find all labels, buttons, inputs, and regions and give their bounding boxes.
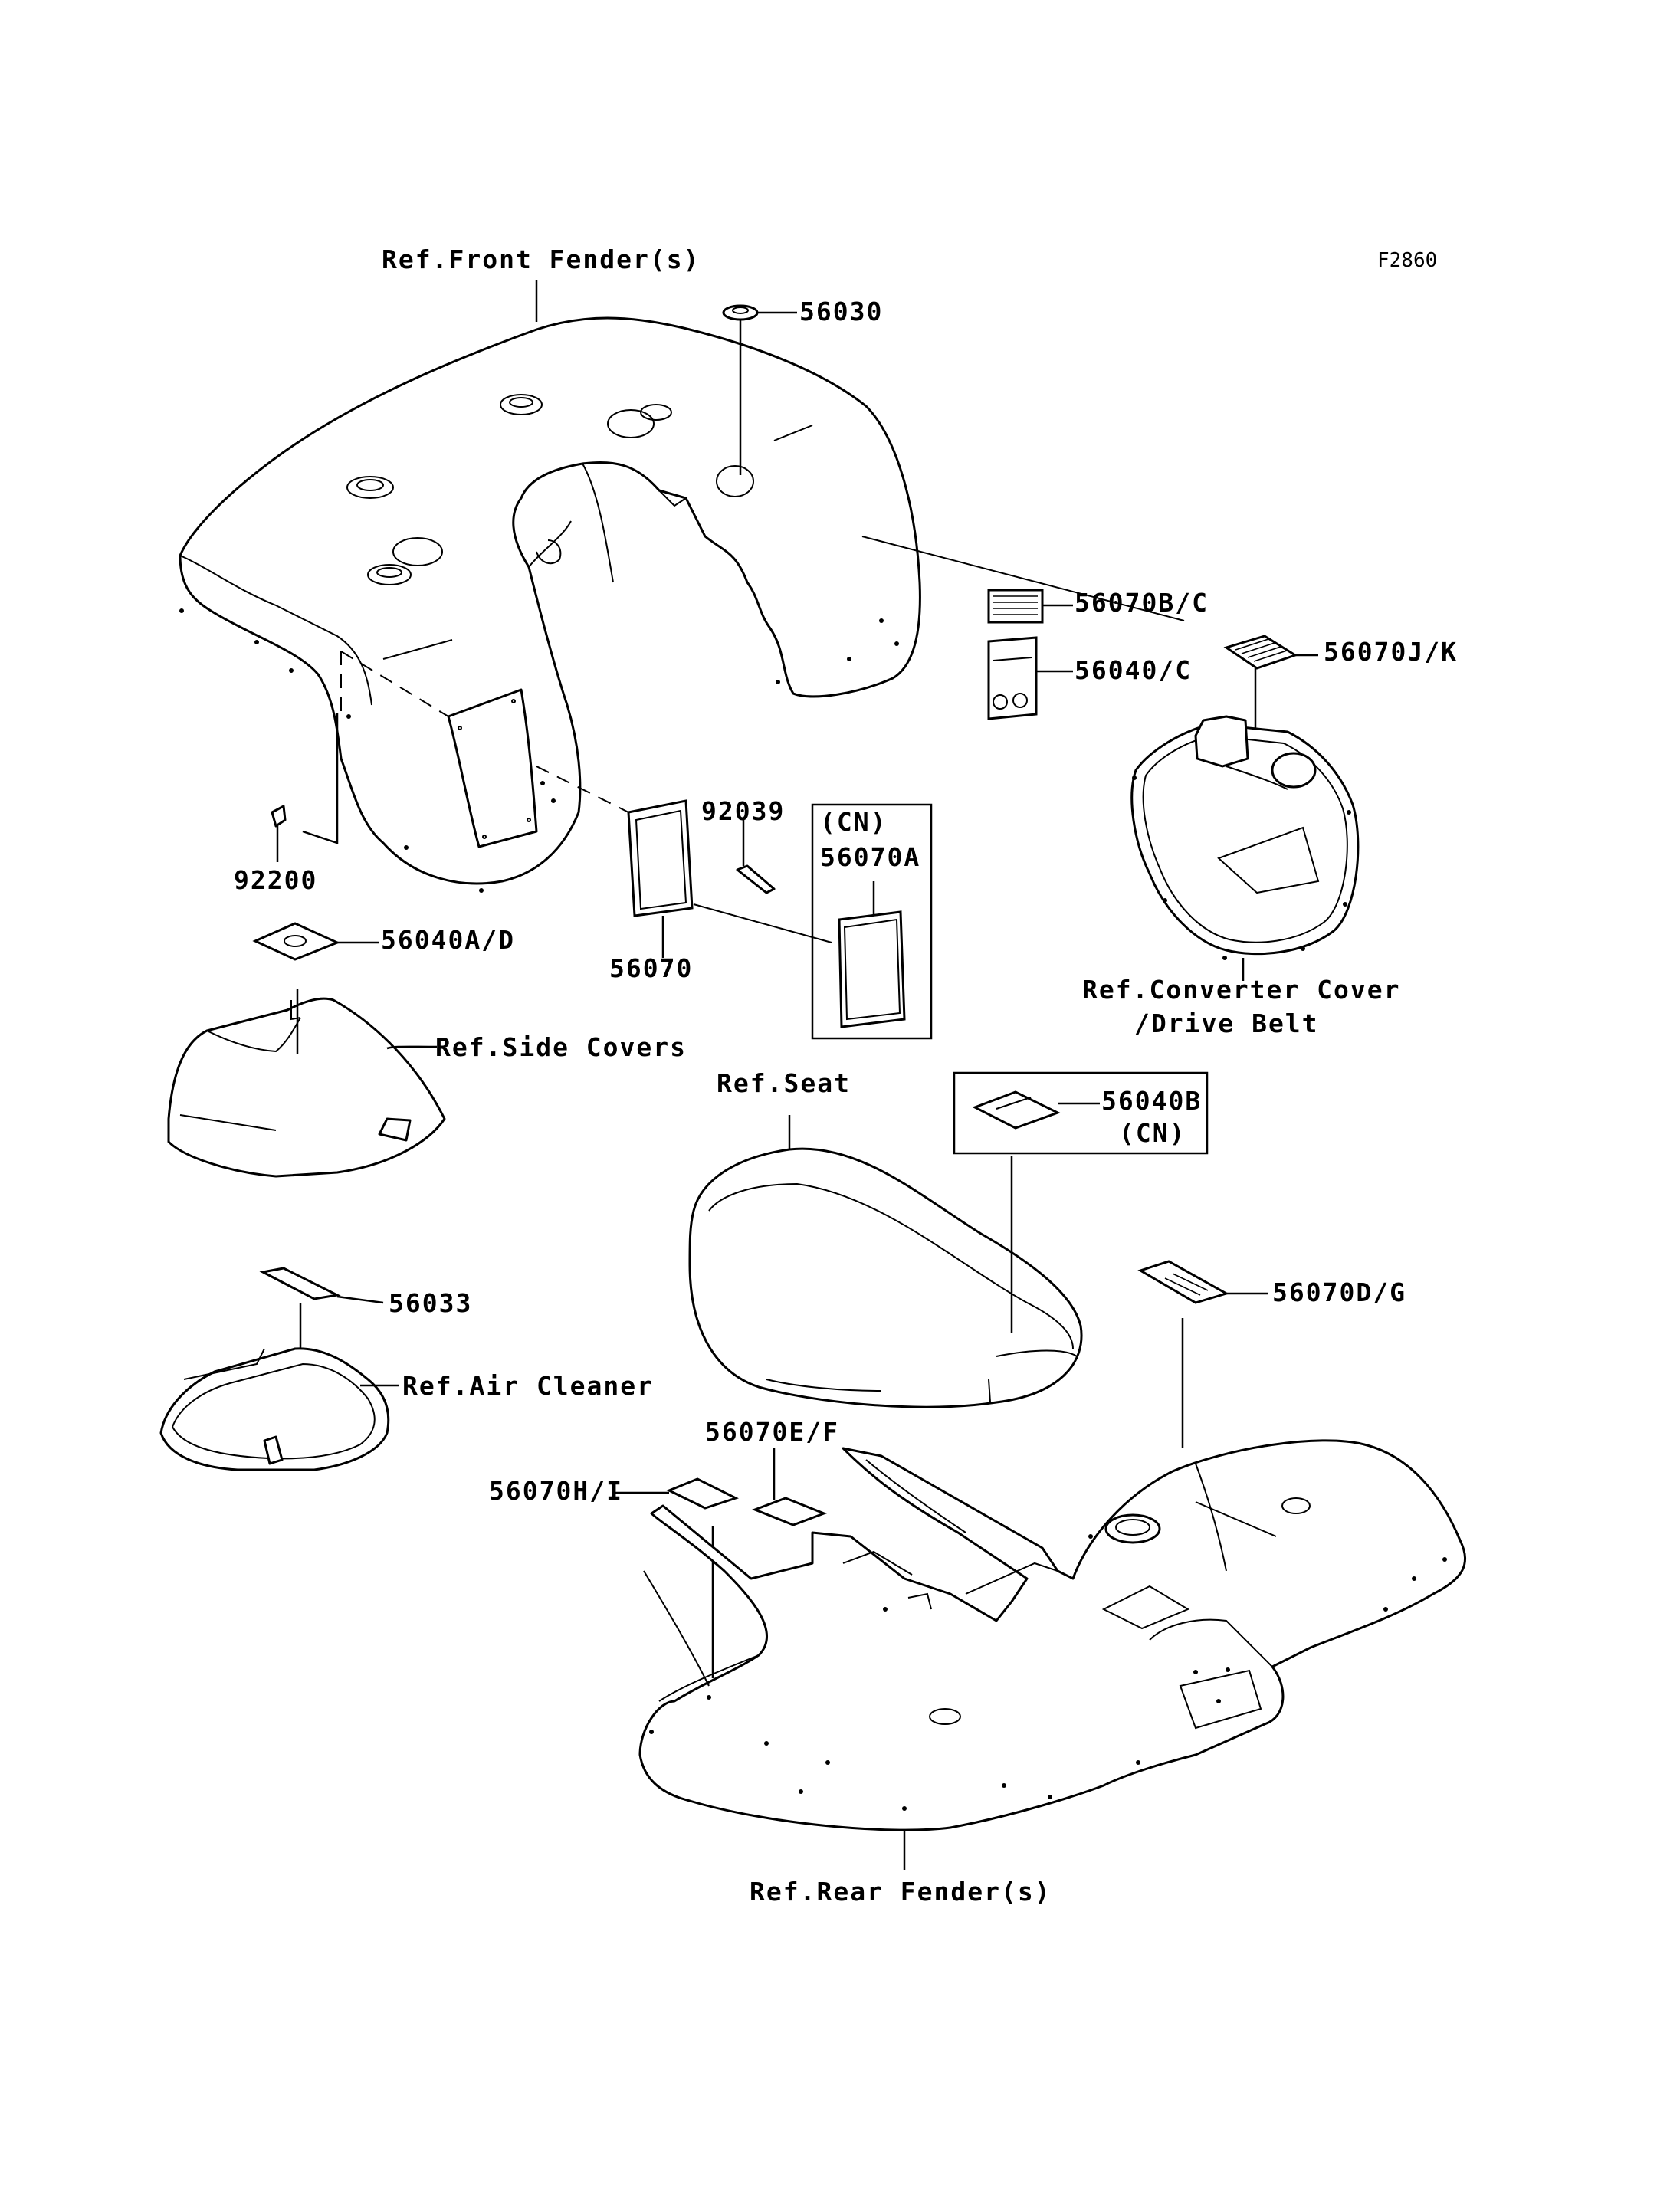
part-56070ef-label: 56070E/F (705, 1417, 839, 1447)
ref-air-cleaner-label: Ref.Air Cleaner (402, 1371, 654, 1401)
part-56040ad-label: 56040A/D (381, 925, 515, 955)
cn-box-56070a (811, 803, 933, 1040)
decal-56033-drawing (259, 1267, 384, 1364)
part-56070hi-label: 56070H/I (489, 1476, 623, 1506)
ref-side-covers-label: Ref.Side Covers (435, 1032, 687, 1062)
cn-box-56040b (953, 1071, 1209, 1155)
front-fender-drawing (179, 316, 1185, 893)
rear-fender-drawing (638, 1439, 1467, 1870)
part-56070bc-label: 56070B/C (1075, 588, 1209, 618)
decal-56070hi-drawing (613, 1477, 739, 1678)
decal-56070ef-drawing (751, 1448, 828, 1526)
ref-front-fender-label: Ref.Front Fender(s) (382, 244, 701, 274)
clip-92200-drawing (271, 713, 339, 862)
seat-drawing (688, 1115, 1083, 1408)
decal-56070bc-drawing (987, 589, 1073, 624)
part-56040c-label: 56040/C (1075, 655, 1192, 685)
decal-56040c-drawing (987, 636, 1073, 720)
screw-92039-drawing (693, 820, 832, 943)
part-56040b-label: 56040B (1101, 1086, 1202, 1116)
ref-seat-label: Ref.Seat (717, 1068, 851, 1098)
decal-56070jk-drawing (1223, 635, 1318, 736)
converter-cover-drawing (1130, 715, 1360, 981)
air-cleaner-drawing (159, 1347, 399, 1471)
grommet-56030-drawing (722, 304, 797, 475)
figure-code: F2860 (1377, 249, 1437, 272)
part-56033-label: 56033 (389, 1288, 472, 1318)
ref-rear-fender-label: Ref.Rear Fender(s) (750, 1877, 1052, 1907)
decal-56070-drawing (536, 766, 694, 958)
labels: F2860 Ref.Front Fender(s) 56030 56070B/C… (234, 244, 1458, 1907)
cn-tag-2-label: (CN) (1119, 1118, 1186, 1148)
ref-converter-cover-label: Ref.Converter Cover (1082, 975, 1401, 1005)
part-92200-label: 92200 (234, 865, 317, 895)
part-56030-label: 56030 (799, 297, 883, 326)
part-56070a-label: 56070A (820, 842, 920, 872)
part-56070-label: 56070 (609, 953, 693, 983)
cn-tag-label: (CN) (820, 807, 887, 837)
part-92039-label: 92039 (701, 796, 785, 826)
part-56070dg-label: 56070D/G (1272, 1277, 1406, 1307)
part-56070jk-label: 56070J/K (1324, 637, 1458, 667)
decal-56070dg-drawing (1137, 1260, 1268, 1448)
ref-drive-belt-label: /Drive Belt (1134, 1008, 1319, 1038)
decal-56040ad-drawing (252, 922, 379, 961)
side-covers-drawing (167, 989, 446, 1178)
